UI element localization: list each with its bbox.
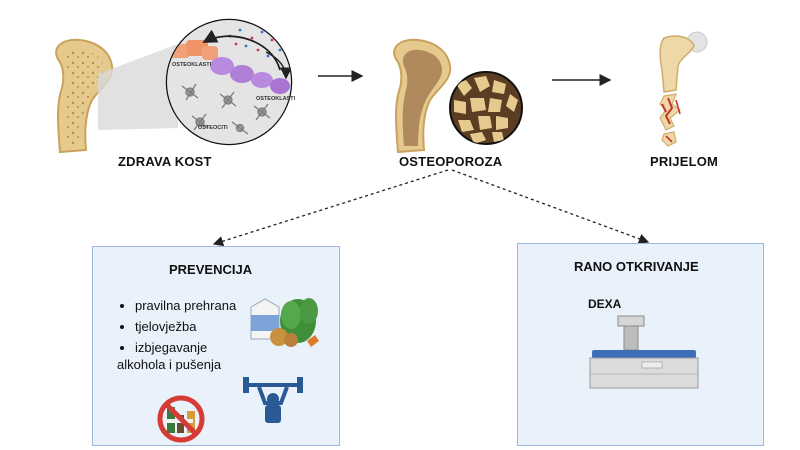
prevention-item: tjelovježba xyxy=(135,316,236,337)
dexa-label: DEXA xyxy=(588,297,622,311)
label-osteoclasts-right: OSTEOKLASTI xyxy=(256,96,296,102)
label-osteocytes: OSTEOCITI xyxy=(198,125,228,131)
early-detection-title: RANO OTKRIVANJE xyxy=(574,259,699,274)
early-detection-box: RANO OTKRIVANJE DEXA xyxy=(517,243,764,446)
dashed-arrow-to-prevention xyxy=(212,169,449,247)
label-fracture: PRIJELOM xyxy=(650,154,719,169)
prevention-title: PREVENCIJA xyxy=(169,262,253,277)
osteoporotic-femur-icon xyxy=(393,38,452,154)
prevention-box: PREVENCIJA pravilna prehrana tjelovježba… xyxy=(92,246,340,446)
prevention-item-continuation: alkohola i pušenja xyxy=(117,357,222,372)
healthy-food-icon xyxy=(250,298,319,347)
prevention-item: pravilna prehrana xyxy=(135,295,236,316)
fractured-femur-icon xyxy=(659,31,708,147)
label-osteoclasts-top: OSTEOKLASTI xyxy=(172,62,212,68)
prevention-item: izbjegavanje xyxy=(135,337,236,358)
prevention-graphics xyxy=(157,298,319,443)
dashed-arrow-to-early-detection xyxy=(451,169,650,244)
prevention-list: pravilna prehrana tjelovježba izbjegavan… xyxy=(117,295,236,358)
label-healthy-bone: ZDRAVA KOST xyxy=(118,154,212,169)
label-osteoporosis: OSTEOPOROZA xyxy=(399,154,503,169)
exercise-icon xyxy=(243,377,303,423)
no-alcohol-smoking-icon xyxy=(157,395,205,443)
porous-bone-zoom xyxy=(449,71,523,145)
cell-zoom-circle xyxy=(165,18,293,146)
healthy-femur-icon xyxy=(55,38,114,154)
dexa-scanner-icon xyxy=(589,315,699,389)
zoom-cone xyxy=(98,44,178,130)
